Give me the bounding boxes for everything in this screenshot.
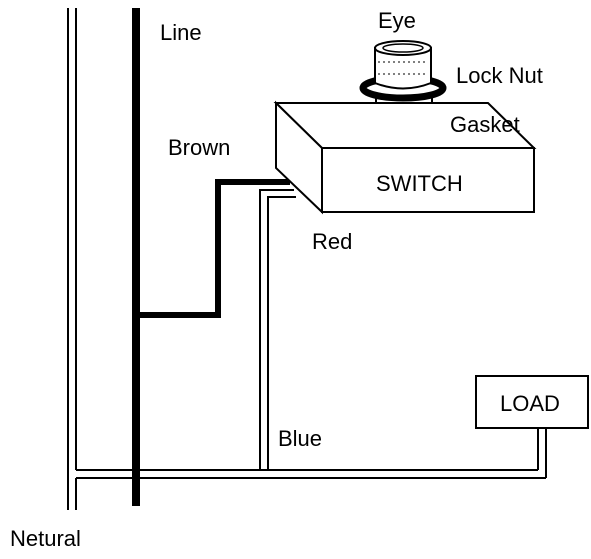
label-red: Red: [312, 229, 352, 254]
blue-red-wire: [259, 189, 296, 470]
label-switch: SWITCH: [376, 171, 463, 196]
label-line: Line: [160, 20, 202, 45]
load-box: [475, 375, 589, 429]
neutral-wire: [67, 8, 547, 510]
label-eye: Eye: [378, 8, 416, 33]
brown-wire: [136, 179, 290, 318]
eye-icon: [374, 47, 432, 90]
eye-assembly: [359, 40, 447, 103]
label-brown: Brown: [168, 135, 230, 160]
switch-box: [273, 100, 537, 215]
label-lock-nut: Lock Nut: [456, 63, 543, 88]
label-neutral: Netural: [10, 526, 81, 551]
label-load: LOAD: [500, 391, 560, 416]
label-blue: Blue: [278, 426, 322, 451]
eye-top-inner: [382, 43, 424, 53]
label-gasket: Gasket: [450, 112, 520, 137]
